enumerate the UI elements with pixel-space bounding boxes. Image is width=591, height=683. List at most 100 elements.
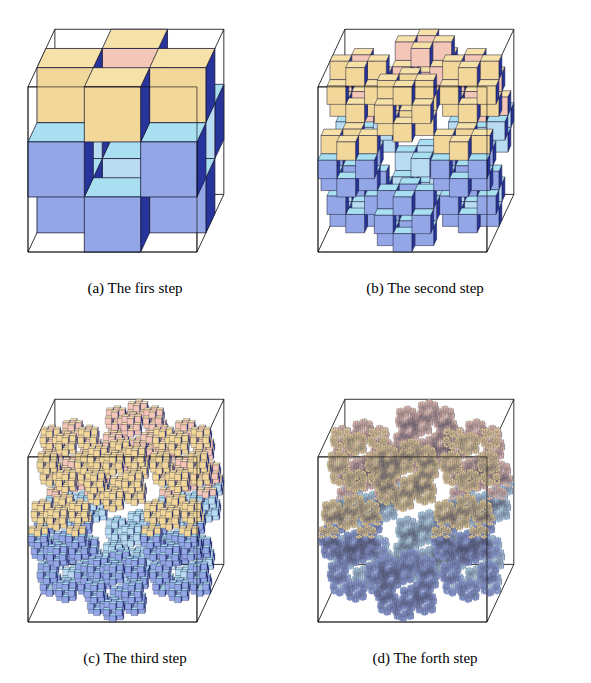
cube-face: [133, 404, 140, 406]
cube-face: [346, 98, 368, 104]
cube-face: [359, 129, 381, 135]
cube-face: [346, 214, 365, 232]
cube-face: [433, 36, 455, 42]
cube-face: [458, 68, 477, 86]
cube-face: [449, 136, 471, 142]
cube-face: [480, 55, 502, 61]
cube-face: [411, 152, 433, 158]
cube-face: [458, 214, 477, 232]
sub-cube: [411, 152, 433, 177]
cube-face: [141, 123, 206, 142]
cube-face: [346, 208, 368, 214]
cube-face: [458, 98, 480, 104]
cube-face: [415, 184, 437, 190]
sub-cube: [346, 98, 368, 123]
cube-face: [144, 408, 151, 410]
cube-face: [337, 136, 359, 142]
cube-face: [133, 514, 140, 516]
cube-face: [393, 124, 412, 142]
cube-face: [374, 209, 396, 215]
sub-cube: [150, 48, 215, 122]
cube-face: [318, 160, 337, 178]
cube-face: [213, 463, 220, 465]
sub-cube: [84, 68, 149, 142]
cube-face: [327, 80, 349, 86]
cube-face: [393, 227, 415, 233]
cube-face: [327, 196, 346, 214]
cube-face: [156, 408, 163, 410]
cube-face: [431, 154, 453, 160]
cube-face: [411, 159, 430, 177]
cube-face: [374, 215, 393, 233]
sub-cube: [84, 178, 149, 252]
cube-face: [399, 68, 421, 74]
cube-face: [84, 197, 140, 252]
cube-face: [455, 123, 477, 129]
cube-face: [395, 146, 417, 152]
cube-face: [93, 516, 99, 522]
cube-face: [434, 129, 456, 135]
sub-cube: [318, 154, 340, 179]
sub-cube: [337, 172, 359, 197]
cube-face: [399, 178, 421, 184]
cube-face: [337, 179, 356, 197]
cube-face: [318, 154, 340, 160]
cube-face: [480, 61, 499, 79]
cube-face: [150, 68, 206, 123]
cube-face: [346, 61, 368, 67]
cube-face: [374, 99, 396, 105]
cube-face: [458, 208, 480, 214]
cube-face: [119, 408, 126, 410]
cube-face: [133, 550, 140, 552]
cube-face: [356, 160, 375, 178]
cube-face: [133, 440, 140, 442]
sub-cube: [440, 80, 462, 105]
cube-face: [393, 234, 412, 252]
sub-cube: [156, 408, 163, 416]
cube-face: [449, 172, 471, 178]
cube-face: [106, 408, 113, 410]
sub-cube: [393, 227, 415, 252]
sub-cube: [346, 61, 368, 86]
cube-face: [337, 172, 359, 178]
cube-face: [133, 406, 139, 412]
cube-face: [128, 401, 135, 403]
cube-face: [37, 48, 102, 67]
cube-face: [141, 142, 197, 197]
cube-face: [84, 87, 140, 142]
cube-face: [392, 60, 414, 66]
sub-cube: [458, 208, 480, 233]
cube-face: [111, 522, 117, 528]
cube-face: [102, 29, 167, 48]
cube-face: [359, 136, 378, 154]
cube-face: [412, 105, 431, 123]
cube-face: [84, 178, 149, 197]
cube-face: [343, 123, 365, 129]
cube-face: [412, 99, 434, 105]
cube-face: [393, 191, 415, 197]
fractal-panel: [28, 29, 224, 252]
fractal-panel: [28, 399, 224, 622]
cube-face: [337, 142, 356, 160]
cube-face: [105, 528, 111, 534]
cube-face: [84, 68, 149, 87]
cube-face: [356, 154, 378, 160]
cube-face: [412, 209, 434, 215]
cube-face: [477, 86, 496, 104]
cube-face: [431, 160, 450, 178]
cube-face: [393, 117, 415, 123]
cube-face: [346, 68, 365, 86]
sub-cube: [356, 154, 378, 179]
cube-face: [327, 86, 346, 104]
sub-cube: [393, 191, 415, 216]
cube-face: [464, 48, 486, 54]
cube-face: [415, 74, 437, 80]
cube-face: [28, 123, 93, 142]
cube-face: [417, 29, 439, 35]
sub-cube: [374, 209, 396, 234]
cube-face: [352, 48, 374, 54]
sub-cube: [393, 117, 415, 142]
cube-face: [111, 520, 118, 522]
cube-face: [367, 55, 389, 61]
cube-face: [135, 399, 142, 401]
